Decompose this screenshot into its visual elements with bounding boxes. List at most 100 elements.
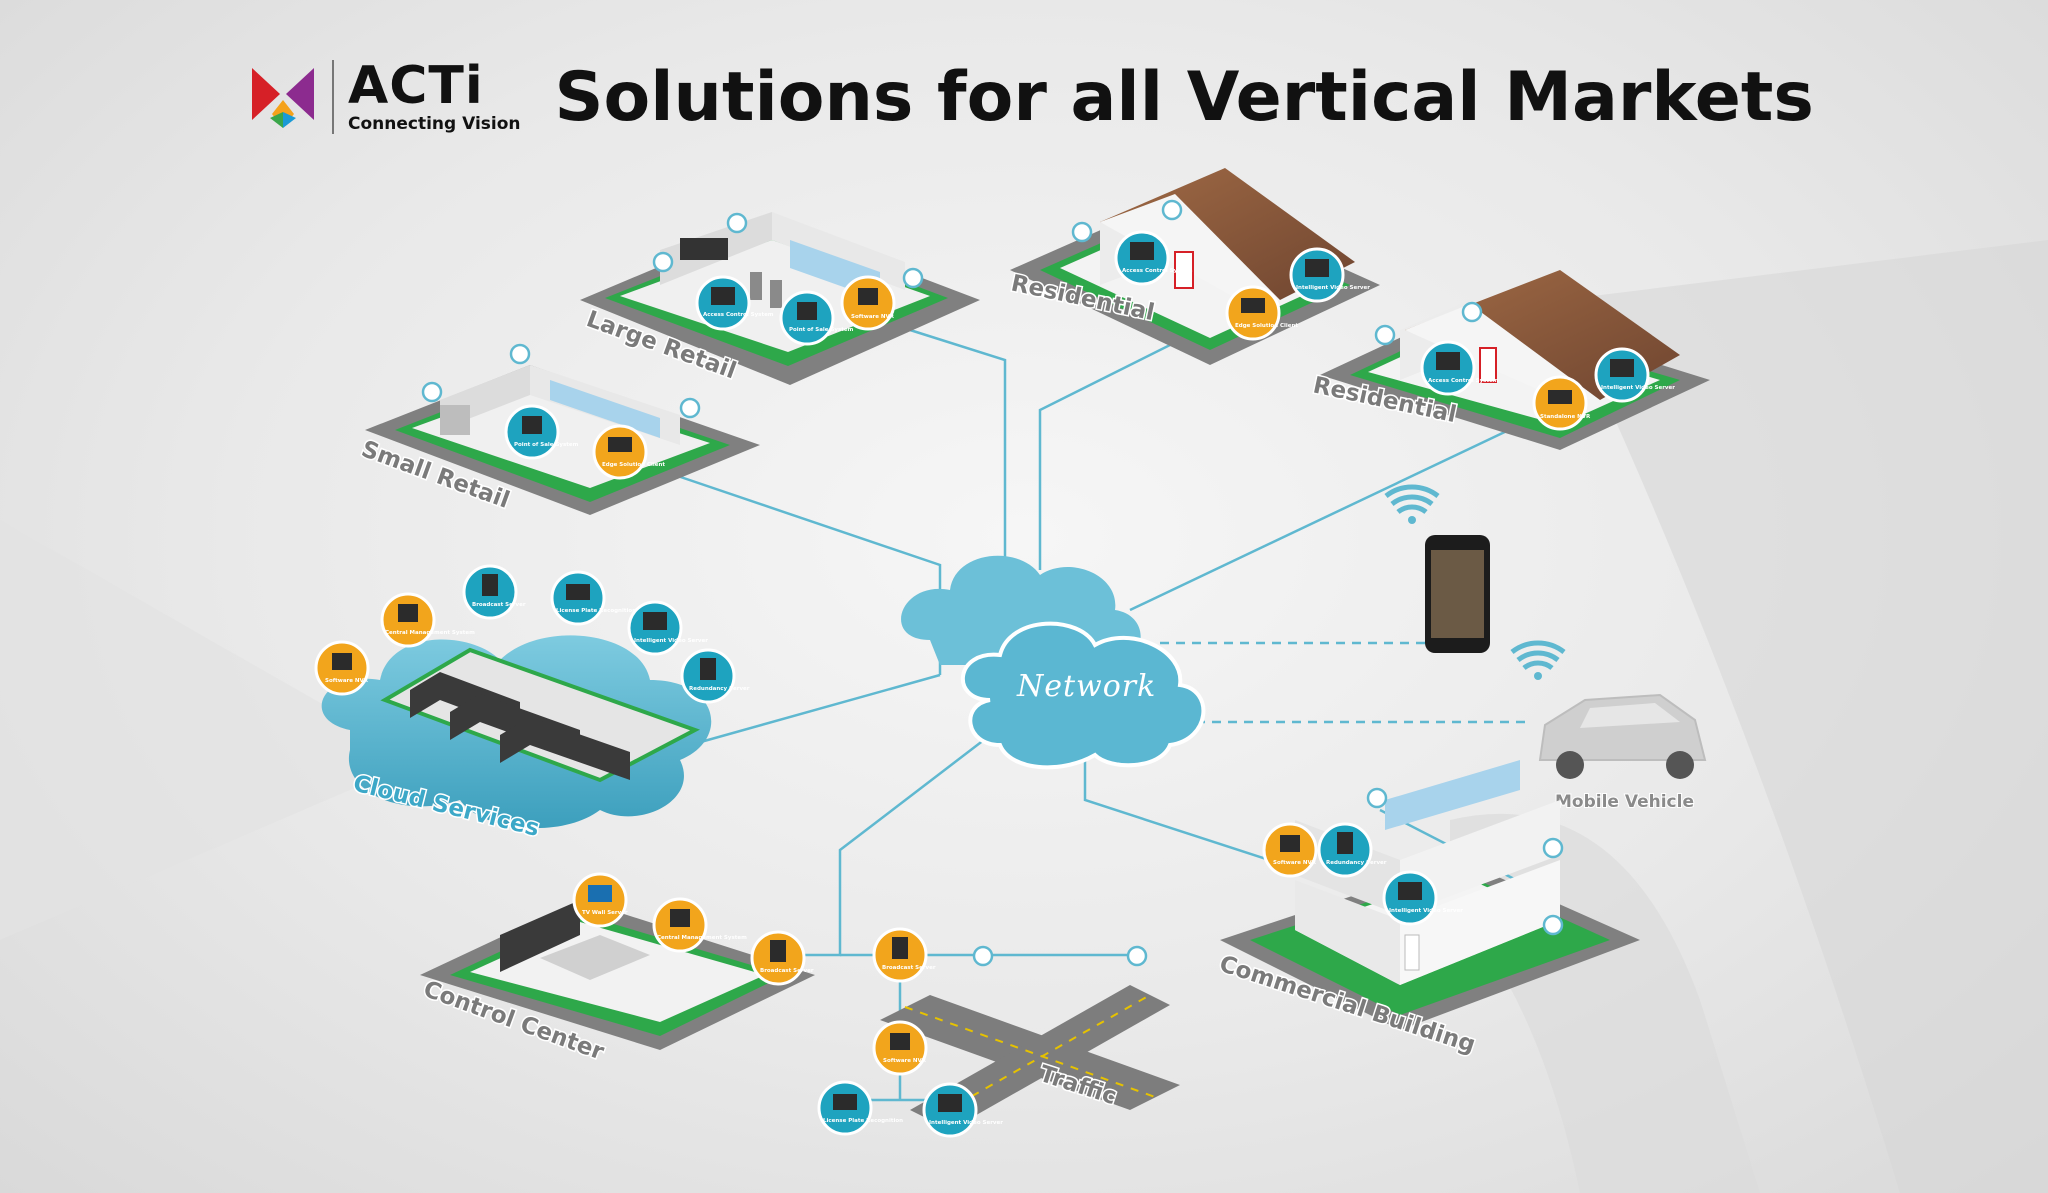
nvr-icon: [890, 1033, 910, 1050]
badge-edge-client-sr: Edge Solution Client: [592, 424, 665, 480]
badge-software-nvr-traffic: Software NVR: [872, 1020, 928, 1076]
badge-label: Redundancy Server: [689, 686, 750, 692]
server-icon: [770, 940, 786, 962]
cms-icon: [398, 604, 418, 622]
access-control-icon: [1130, 242, 1154, 260]
cc-desks: [540, 935, 650, 980]
lpr-icon: [566, 584, 590, 600]
traffic-lane-a: [904, 1006, 1156, 1098]
network-label: Network: [1016, 669, 1156, 704]
wifi-dot-phone: [1408, 516, 1416, 524]
badge-standalone-nvr-r2: Standalone NVR: [1532, 375, 1591, 431]
badge-ivs-cs: Intelligent Video Server: [627, 600, 708, 656]
badge-broadcast-cc: Broadcast Server: [750, 930, 814, 986]
mobile-phone: [1384, 484, 1490, 653]
lr-shelf: [750, 272, 762, 300]
badge-label: Access Control System: [1122, 268, 1193, 274]
lpr-icon: [833, 1094, 857, 1110]
camera-icon: [679, 397, 701, 419]
label-mobile-vehicle: Mobile Vehicle: [1555, 792, 1694, 812]
phone-screen: [1431, 550, 1484, 638]
badge-label: Standalone NVR: [1540, 414, 1591, 420]
badge-ivs-r1: Intelligent Video Server: [1289, 247, 1370, 303]
camera-icon: [1542, 837, 1564, 859]
camera-icon: [1366, 787, 1388, 809]
cc-video-wall: [500, 900, 580, 972]
badge-lpr-traffic: License Plate Recognition: [817, 1080, 903, 1136]
badge-cms-cc: Central Management System: [652, 897, 747, 953]
laptop-icon: [1241, 298, 1265, 313]
badge-broadcast-cs: Broadcast Server: [462, 564, 526, 620]
nvr-icon: [1548, 390, 1572, 404]
r1-roof-front: [1100, 194, 1280, 300]
badge-label: Software NVR: [851, 314, 895, 320]
wifi-icon-vehicle: [1510, 640, 1566, 671]
cms-icon: [670, 909, 690, 927]
badge-access-control-lr: Access Control System: [695, 275, 774, 331]
badge-label: Software NVR: [883, 1058, 927, 1064]
zone-large-retail: Large Retail: [580, 212, 980, 386]
cameras: [421, 199, 1564, 967]
cb-lower-front: [1295, 880, 1400, 985]
camera-icon: [902, 267, 924, 289]
cb-lower-side: [1400, 860, 1560, 985]
access-control-icon: [711, 287, 735, 305]
badge-label: Intelligent Video Server: [929, 1120, 1003, 1126]
badge-cms-cs: Central Management System: [380, 592, 475, 648]
badge-pos-lr: Point of Sale System: [779, 290, 854, 346]
server-icon: [1305, 259, 1329, 277]
network-cloud: Network: [901, 555, 1206, 770]
badge-label: Intelligent Video Server: [1296, 285, 1370, 291]
badge-label: Broadcast Server: [760, 968, 814, 974]
badge-access-control-r2: Access Control System: [1420, 340, 1499, 396]
server-icon: [700, 658, 716, 680]
camera-icon: [509, 343, 531, 365]
badge-label: Intelligent Video Server: [1389, 908, 1463, 914]
link-large-retail: [909, 328, 1007, 585]
wireless-links: [1160, 641, 1530, 724]
badge-label: Central Management System: [657, 935, 747, 941]
badge-label: Edge Solution Client: [602, 462, 665, 468]
wifi-dot-vehicle: [1534, 672, 1542, 680]
badge-ivs-traffic: Intelligent Video Server: [922, 1082, 1003, 1138]
badge-pos-sr: Point of Sale System: [504, 404, 579, 460]
nvr-icon: [1280, 835, 1300, 852]
badge-redundancy-cb: Redundancy Server: [1317, 822, 1387, 878]
camera-icon: [1461, 301, 1483, 323]
server-icon: [643, 612, 667, 630]
cs-rack-3: [500, 717, 630, 780]
server-icon: [1337, 832, 1353, 854]
badge-ivs-r2: Intelligent Video Server: [1594, 347, 1675, 403]
zone-cloud-services: Cloud Services: [321, 635, 712, 843]
badge-label: Broadcast Server: [882, 965, 936, 971]
badge-label: TV Wall Server: [582, 910, 628, 916]
badge-broadcast-traffic: Broadcast Server: [872, 927, 936, 983]
badge-label: License Plate Recognition: [556, 608, 636, 614]
logo-text: ACTi Connecting Vision: [332, 60, 521, 134]
camera-icon: [972, 945, 994, 967]
lr-shelf-2: [770, 280, 782, 308]
badge-software-nvr-cs: Software NVR: [314, 640, 370, 696]
link-small-retail: [659, 468, 942, 675]
badge-ivs-cb: Intelligent Video Server: [1382, 870, 1463, 926]
server-icon: [1398, 882, 1422, 900]
badge-label: Access Control System: [703, 312, 774, 318]
background-swoosh: [1560, 240, 2048, 1193]
badge-label: Access Control System: [1428, 378, 1499, 384]
camera-icon: [1071, 221, 1093, 243]
brand-tagline: Connecting Vision: [348, 114, 521, 134]
badge-access-control-r1: Access Control System: [1114, 230, 1193, 286]
badge-label: Edge Solution Client: [1235, 323, 1298, 329]
badge-software-nvr-cb: Software NVR: [1262, 822, 1318, 878]
badge-nvr-lr: Software NVR: [840, 275, 896, 331]
vehicle-window: [1580, 703, 1680, 728]
access-control-icon: [1436, 352, 1460, 370]
server-icon: [482, 574, 498, 596]
cb-door: [1404, 934, 1420, 971]
server-icon: [1610, 359, 1634, 377]
camera-icon: [1161, 199, 1183, 221]
badge-label: Point of Sale System: [789, 327, 854, 333]
badge-label: Point of Sale System: [514, 442, 579, 448]
